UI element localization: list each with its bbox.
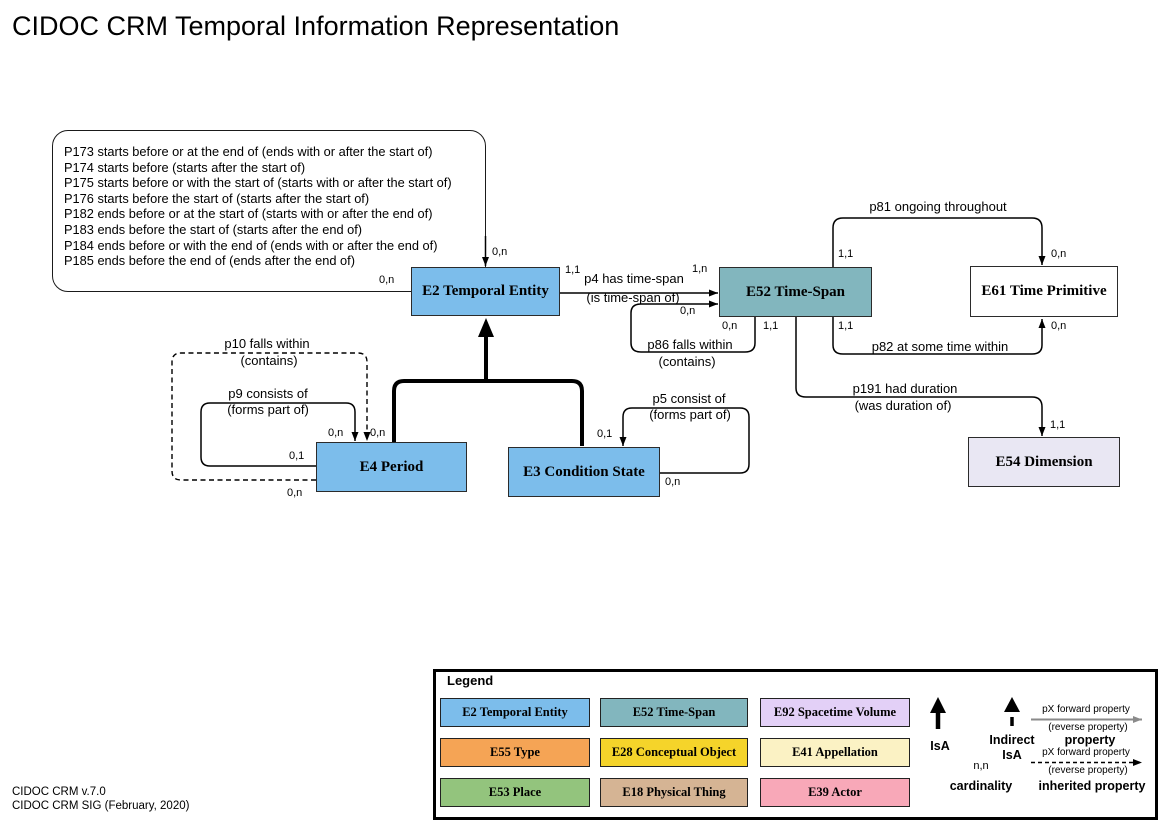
p86-cardinality-to: 0,n — [680, 305, 696, 317]
p17x-cardinality-to: 0,n — [492, 246, 508, 258]
footer-version: CIDOC CRM v.7.0 — [12, 786, 106, 798]
p86-cardinality-from: 0,n — [722, 320, 738, 332]
legend-indirect-isa-arrowhead-icon — [1004, 697, 1020, 712]
p17x-line: P173 starts before or at the end of (end… — [64, 144, 433, 159]
p191-cardinality-to: 1,1 — [1050, 419, 1066, 431]
p9-cardinality-to: 0,n — [328, 427, 344, 439]
p5-label: p5 consist of — [652, 391, 726, 406]
legend-indirect-isa-label-1: Indirect — [989, 733, 1035, 747]
p86-reverse-label: (contains) — [658, 354, 716, 369]
p4-cardinality-to: 1,n — [692, 263, 708, 275]
legend-class-e92: E92 Spacetime Volume — [760, 698, 910, 727]
legend-class-e53: E53 Place — [440, 778, 590, 807]
p9-reverse-label: (forms part of) — [227, 402, 309, 417]
p5-cardinality-from: 0,1 — [597, 428, 613, 440]
p4-cardinality-from: 1,1 — [565, 264, 581, 276]
legend-class-e41: E41 Appellation — [760, 738, 910, 767]
p191-cardinality-from: 1,1 — [763, 320, 779, 332]
p4-label: p4 has time-span — [584, 271, 684, 286]
p10-label: p10 falls within — [224, 336, 310, 351]
p191-connector — [795, 317, 1046, 436]
p17x-cardinality-from: 0,n — [379, 274, 395, 286]
p4-reverse-label: (is time-span of) — [586, 290, 680, 305]
legend-class-e39: E39 Actor — [760, 778, 910, 807]
p81-cardinality-from: 1,1 — [838, 248, 854, 260]
p86-label: p86 falls within — [647, 337, 733, 352]
legend-cardinality-label: cardinality — [949, 779, 1013, 793]
p5-reverse-label: (forms part of) — [649, 407, 731, 422]
p81-connector — [832, 217, 1046, 267]
legend-property-forward-label: pX forward property — [1042, 704, 1130, 715]
node-e4-period: E4 Period — [316, 442, 467, 492]
p9-connector — [200, 402, 359, 467]
p17x-line: P174 starts before (starts after the sta… — [64, 159, 306, 175]
isa-branch-lines — [392, 379, 584, 446]
legend-class-e28: E28 Conceptual Object — [600, 738, 748, 767]
p82-cardinality-from: 1,1 — [838, 320, 854, 332]
legend-isa-label: IsA — [930, 739, 950, 753]
node-e61-time-primitive: E61 Time Primitive — [970, 266, 1118, 317]
p82-cardinality-to: 0,n — [1051, 320, 1067, 332]
legend-class-e2: E2 Temporal Entity — [440, 698, 590, 727]
p17x-line: P185 ends before the end of (ends after … — [64, 253, 355, 269]
legend-cardinality-example: n,n — [973, 760, 989, 772]
p81-label: p81 ongoing throughout — [869, 199, 1007, 214]
page-title: CIDOC CRM Temporal Information Represent… — [12, 11, 620, 41]
isa-arrowhead-icon — [478, 318, 494, 337]
p17x-property-group-box: P173 starts before or at the end of (end… — [52, 130, 486, 292]
p17x-line: P183 ends before the start of (starts af… — [64, 221, 363, 237]
legend-class-e52: E52 Time-Span — [600, 698, 748, 727]
p5-cardinality-to: 0,n — [665, 476, 681, 488]
p191-reverse-label: (was duration of) — [854, 398, 952, 413]
node-e52-time-span: E52 Time-Span — [719, 267, 872, 317]
legend-title: Legend — [447, 673, 494, 688]
legend-property-reverse-label: (reverse property) — [1048, 722, 1128, 733]
node-e2-temporal-entity: E2 Temporal Entity — [411, 267, 560, 316]
p17x-line: P175 starts before or with the start of … — [64, 175, 452, 191]
legend-isa-arrowhead-icon — [930, 697, 946, 713]
node-e3-condition-state: E3 Condition State — [508, 447, 660, 497]
p17x-line: P184 ends before or with the end of (end… — [64, 237, 438, 253]
p81-cardinality-to: 0,n — [1051, 248, 1067, 260]
p10-cardinality-from: 0,n — [287, 487, 303, 499]
p86-connector — [630, 300, 756, 353]
legend-class-e55: E55 Type — [440, 738, 590, 767]
legend-inherited-label: inherited property — [1038, 779, 1146, 793]
p9-label: p9 consists of — [228, 386, 308, 401]
p82-connector — [832, 317, 1046, 355]
p17x-line: P182 ends before or at the start of (sta… — [64, 206, 433, 222]
legend-indirect-isa-label-2: IsA — [1002, 748, 1022, 762]
p10-cardinality-to: 0,n — [370, 427, 386, 439]
legend-property-label: property — [1064, 733, 1116, 747]
node-e54-dimension: E54 Dimension — [968, 437, 1120, 487]
p191-label: p191 had duration — [852, 381, 958, 396]
legend-class-e18: E18 Physical Thing — [600, 778, 748, 807]
p10-reverse-label: (contains) — [240, 353, 298, 368]
p5-connector — [619, 407, 750, 474]
p17x-line: P176 starts before the start of (starts … — [64, 190, 370, 206]
legend-inherited-forward-label: pX forward property — [1042, 747, 1130, 758]
p82-label: p82 at some time within — [871, 339, 1009, 354]
footer-sig: CIDOC CRM SIG (February, 2020) — [12, 800, 190, 812]
p10-connector — [171, 352, 371, 481]
p9-cardinality-from: 0,1 — [289, 450, 305, 462]
legend-inherited-reverse-label: (reverse property) — [1048, 765, 1128, 776]
